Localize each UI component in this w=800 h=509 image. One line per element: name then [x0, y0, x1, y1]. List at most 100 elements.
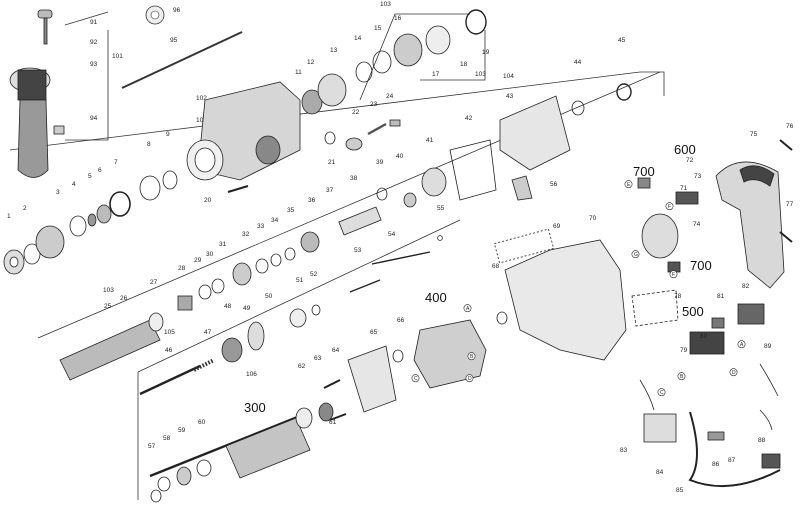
part-number-label: 75 [750, 131, 758, 138]
part-number-label: 9 [166, 131, 170, 138]
part-number-label: 63 [314, 355, 322, 362]
small-parts-20-24 [227, 119, 401, 193]
part-number-label: 52 [310, 271, 318, 278]
part-number-label: 23 [370, 101, 378, 108]
part-number-label: 27 [150, 279, 158, 286]
wire-marker-circle [665, 202, 674, 211]
part-number-label: 56 [550, 181, 558, 188]
part-number-label: 12 [307, 59, 315, 66]
part-number-label: 103 [380, 1, 391, 8]
part-number-label: 13 [330, 47, 338, 54]
part-number-label: 70 [589, 215, 597, 222]
part-number-label: 17 [432, 71, 440, 78]
fan-baffle [323, 345, 397, 421]
part-number-label: 50 [265, 293, 273, 300]
part-number-label: 73 [694, 173, 702, 180]
assembly-group-label: 600 [674, 142, 696, 157]
wire-marker-circle [737, 340, 746, 349]
part-number-label: 71 [680, 185, 688, 192]
part-number-label: 37 [326, 187, 334, 194]
part-number-label: 95 [170, 37, 178, 44]
rear-handle [715, 139, 793, 289]
assembly-group-label: 700 [690, 258, 712, 273]
part-number-labels: 9192101939496951031615141312111021098765… [7, 1, 794, 494]
part-number-label: 20 [204, 197, 212, 204]
assembly-group-label: 700 [633, 164, 655, 179]
part-number-label: 62 [298, 363, 306, 370]
stator [392, 319, 487, 389]
part-number-label: 22 [352, 109, 360, 116]
wire-marker-circle [631, 250, 640, 259]
part-number-label: 32 [242, 231, 250, 238]
part-number-label: 15 [374, 25, 382, 32]
part-number-label: 74 [693, 221, 701, 228]
wire-marker-circle [657, 388, 666, 397]
part-number-label: 54 [388, 231, 396, 238]
part-number-label: 59 [178, 427, 186, 434]
wire-marker-letter: F [672, 272, 675, 278]
wire-marker-letter: C [660, 390, 664, 396]
brush-holder [637, 177, 699, 273]
part-number-label: 88 [758, 437, 766, 444]
part-number-label: 87 [728, 457, 736, 464]
part-number-label: 51 [296, 277, 304, 284]
part-number-label: 85 [676, 487, 684, 494]
part-number-label: 82 [742, 283, 750, 290]
part-number-label: 81 [717, 293, 725, 300]
part-number-label: 101 [112, 53, 123, 60]
part-number-label: 28 [178, 265, 186, 272]
assembly-group-label: 500 [682, 304, 704, 319]
part-number-label: 65 [370, 329, 378, 336]
part-number-label: 91 [90, 19, 98, 26]
part-number-label: 68 [492, 263, 500, 270]
part-number-label: 80 [700, 333, 708, 340]
part-number-label: 61 [329, 419, 337, 426]
part-number-label: 34 [271, 217, 279, 224]
part-number-label: 41 [426, 137, 434, 144]
part-number-label: 94 [90, 115, 98, 122]
part-number-label: 31 [219, 241, 227, 248]
part-number-label: 83 [620, 447, 628, 454]
part-number-label: 19 [482, 49, 490, 56]
part-number-label: 6 [98, 167, 102, 174]
wire-marker-letter: D [468, 376, 472, 382]
assembly-group-label: 400 [425, 290, 447, 305]
part-number-label: 8 [147, 141, 151, 148]
wire-marker-letter: D [732, 370, 736, 376]
part-number-label: 92 [90, 39, 98, 46]
wire-marker-circle [624, 180, 633, 189]
upper-ring-parts [301, 9, 487, 115]
part-number-label: 3 [56, 189, 60, 196]
part-number-label: 84 [656, 469, 664, 476]
part-number-label: 57 [148, 443, 156, 450]
wire-marker-letter: B [680, 374, 684, 380]
part-number-label: 64 [332, 347, 340, 354]
part-number-label: 55 [437, 205, 445, 212]
part-number-label: 69 [553, 223, 561, 230]
side-handle-assembly [9, 9, 65, 178]
part-number-label: 48 [224, 303, 232, 310]
depth-rod [121, 5, 243, 89]
part-number-label: 24 [386, 93, 394, 100]
part-number-label: 106 [246, 371, 257, 378]
wire-marker-circle [677, 372, 686, 381]
wire-marker-letter: C [414, 376, 418, 382]
drive-train-parts [59, 187, 443, 396]
part-number-label: 18 [460, 61, 468, 68]
part-number-label: 29 [194, 257, 202, 264]
wire-marker-circle [467, 352, 476, 361]
part-number-label: 45 [618, 37, 626, 44]
switch-cable-assembly [639, 303, 781, 488]
part-number-label: 40 [396, 153, 404, 160]
part-number-label: 5 [88, 173, 92, 180]
part-number-label: 35 [287, 207, 295, 214]
part-number-label: 66 [397, 317, 405, 324]
part-number-label: 104 [503, 73, 514, 80]
wire-marker-letter: A [740, 342, 744, 348]
part-number-label: 93 [90, 61, 98, 68]
wire-marker-letter: G [634, 252, 638, 258]
part-number-label: 4 [72, 181, 76, 188]
part-number-label: 76 [786, 123, 794, 130]
wire-marker-letter: B [470, 354, 474, 360]
